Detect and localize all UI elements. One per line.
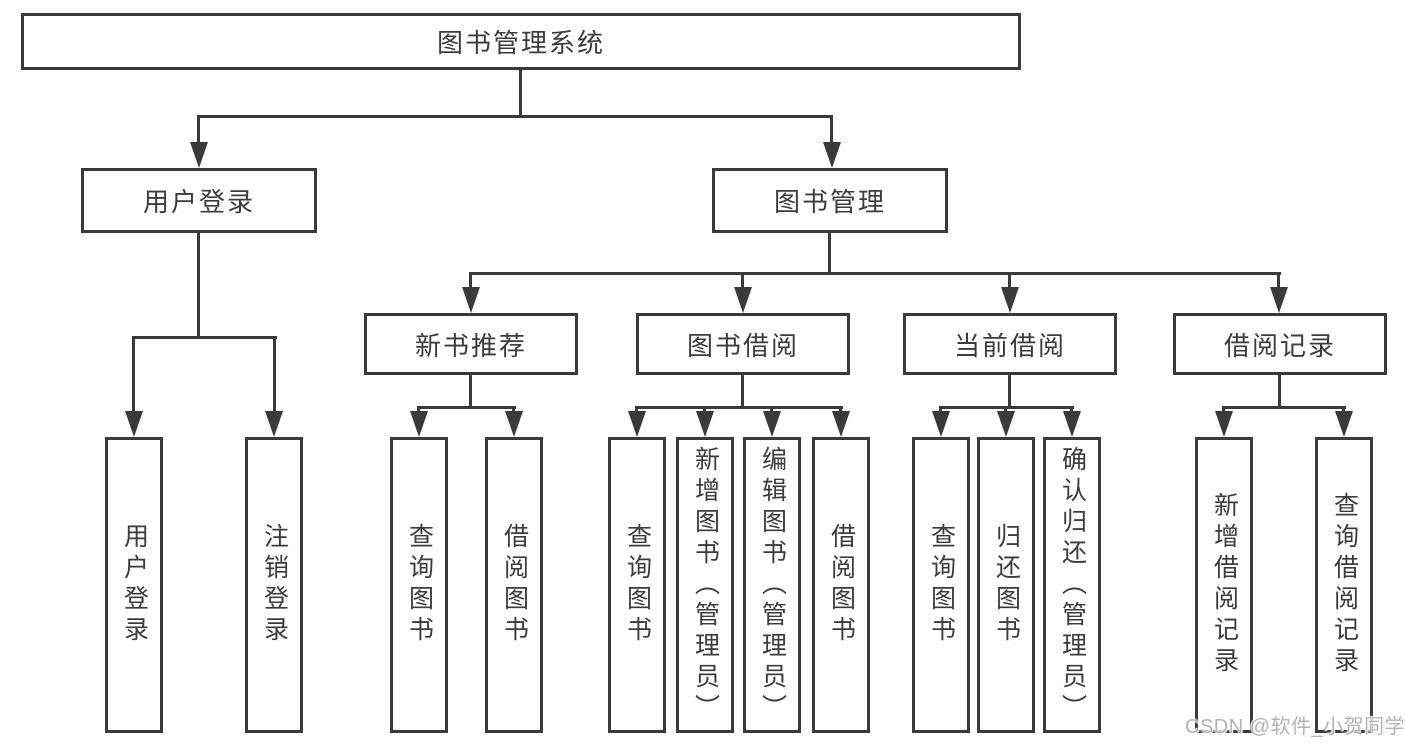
arrow-down-icon [823, 142, 841, 168]
connector-vline [741, 375, 744, 408]
leaf-query-borrow-record: 查询借阅记录 [1315, 437, 1373, 733]
arrow-down-icon [1270, 287, 1288, 313]
node-label: 借阅图书 [827, 523, 856, 647]
connector-vline [1008, 375, 1011, 408]
connector-vline [741, 272, 744, 290]
leaf-logout-login: 注销登录 [245, 437, 303, 733]
arrow-down-icon [265, 411, 283, 437]
connector-vline [1277, 272, 1280, 290]
leaf-user-login: 用户登录 [105, 437, 163, 733]
leaf-query-books-borrowing: 查询图书 [608, 437, 666, 733]
arrow-down-icon [190, 142, 208, 168]
arrow-down-icon [628, 411, 646, 437]
watermark-text: CSDN @软件_小贺同学 [1185, 716, 1405, 738]
leaf-edit-books-admin: 编辑图书（管理员） [743, 437, 801, 733]
node-label: 用户登录 [142, 187, 255, 217]
arrow-down-icon [410, 411, 428, 437]
node-label: 图书管理 [773, 187, 886, 217]
connector-hline [469, 272, 1281, 275]
connector-vline [197, 115, 200, 147]
connector-vline [1278, 375, 1281, 408]
arrow-down-icon [734, 287, 752, 313]
node-new-book-recommendation: 新书推荐 [364, 313, 578, 375]
arrow-down-icon [1335, 411, 1353, 437]
connector-vline [519, 70, 522, 117]
node-label: 查询借阅记录 [1330, 492, 1359, 678]
node-label: 借阅图书 [500, 523, 529, 647]
arrow-down-icon [505, 411, 523, 437]
node-label: 图书管理系统 [436, 28, 605, 58]
connector-vline [469, 272, 472, 290]
arrow-down-icon [997, 411, 1015, 437]
arrow-down-icon [1063, 411, 1081, 437]
connector-vline [197, 233, 200, 338]
node-label: 注销登录 [260, 523, 289, 647]
connector-hline [1222, 406, 1346, 409]
node-book-management: 图书管理 [712, 168, 948, 233]
node-current-borrowing: 当前借阅 [903, 313, 1117, 375]
leaf-add-borrow-record: 新增借阅记录 [1195, 437, 1253, 733]
node-label: 查询图书 [927, 523, 956, 647]
connector-vline [1008, 272, 1011, 290]
arrow-down-icon [125, 411, 143, 437]
connector-vline [830, 115, 833, 147]
arrow-down-icon [696, 411, 714, 437]
node-label: 图书借阅 [686, 330, 799, 361]
arrow-down-icon [1001, 287, 1019, 313]
node-label: 新书推荐 [414, 330, 527, 361]
connector-vline [469, 375, 472, 408]
arrow-down-icon [932, 411, 950, 437]
leaf-confirm-return-admin: 确认归还（管理员） [1043, 437, 1101, 733]
node-label: 查询图书 [405, 523, 434, 647]
node-book-borrowing: 图书借阅 [636, 313, 850, 375]
connector-hline [132, 336, 277, 339]
node-label: 用户登录 [120, 523, 149, 647]
node-label: 当前借阅 [953, 330, 1066, 361]
leaf-query-books-recommend: 查询图书 [390, 437, 448, 733]
connector-hline [635, 406, 843, 409]
arrow-down-icon [1215, 411, 1233, 437]
node-label: 新增图书（管理员） [691, 445, 720, 725]
connector-vline [132, 336, 135, 412]
node-borrowing-records: 借阅记录 [1173, 313, 1387, 375]
leaf-borrow-books-recommend: 借阅图书 [485, 437, 543, 733]
node-label: 查询图书 [623, 523, 652, 647]
connector-vline [273, 336, 276, 412]
arrow-down-icon [462, 287, 480, 313]
node-label: 确认归还（管理员） [1058, 445, 1087, 725]
node-label: 借阅记录 [1223, 330, 1336, 361]
node-label: 编辑图书（管理员） [758, 445, 787, 725]
connector-vline [828, 233, 831, 274]
leaf-add-books-admin: 新增图书（管理员） [676, 437, 734, 733]
leaf-query-books-current: 查询图书 [912, 437, 970, 733]
leaf-borrow-books-borrowing: 借阅图书 [812, 437, 870, 733]
node-user-login: 用户登录 [81, 168, 317, 233]
arrow-down-icon [763, 411, 781, 437]
arrow-down-icon [832, 411, 850, 437]
node-label: 新增借阅记录 [1210, 492, 1239, 678]
node-label: 归还图书 [992, 523, 1021, 647]
connector-hline [197, 115, 833, 118]
connector-hline [417, 406, 516, 409]
node-library-management-system: 图书管理系统 [21, 13, 1021, 70]
leaf-return-books: 归还图书 [977, 437, 1035, 733]
